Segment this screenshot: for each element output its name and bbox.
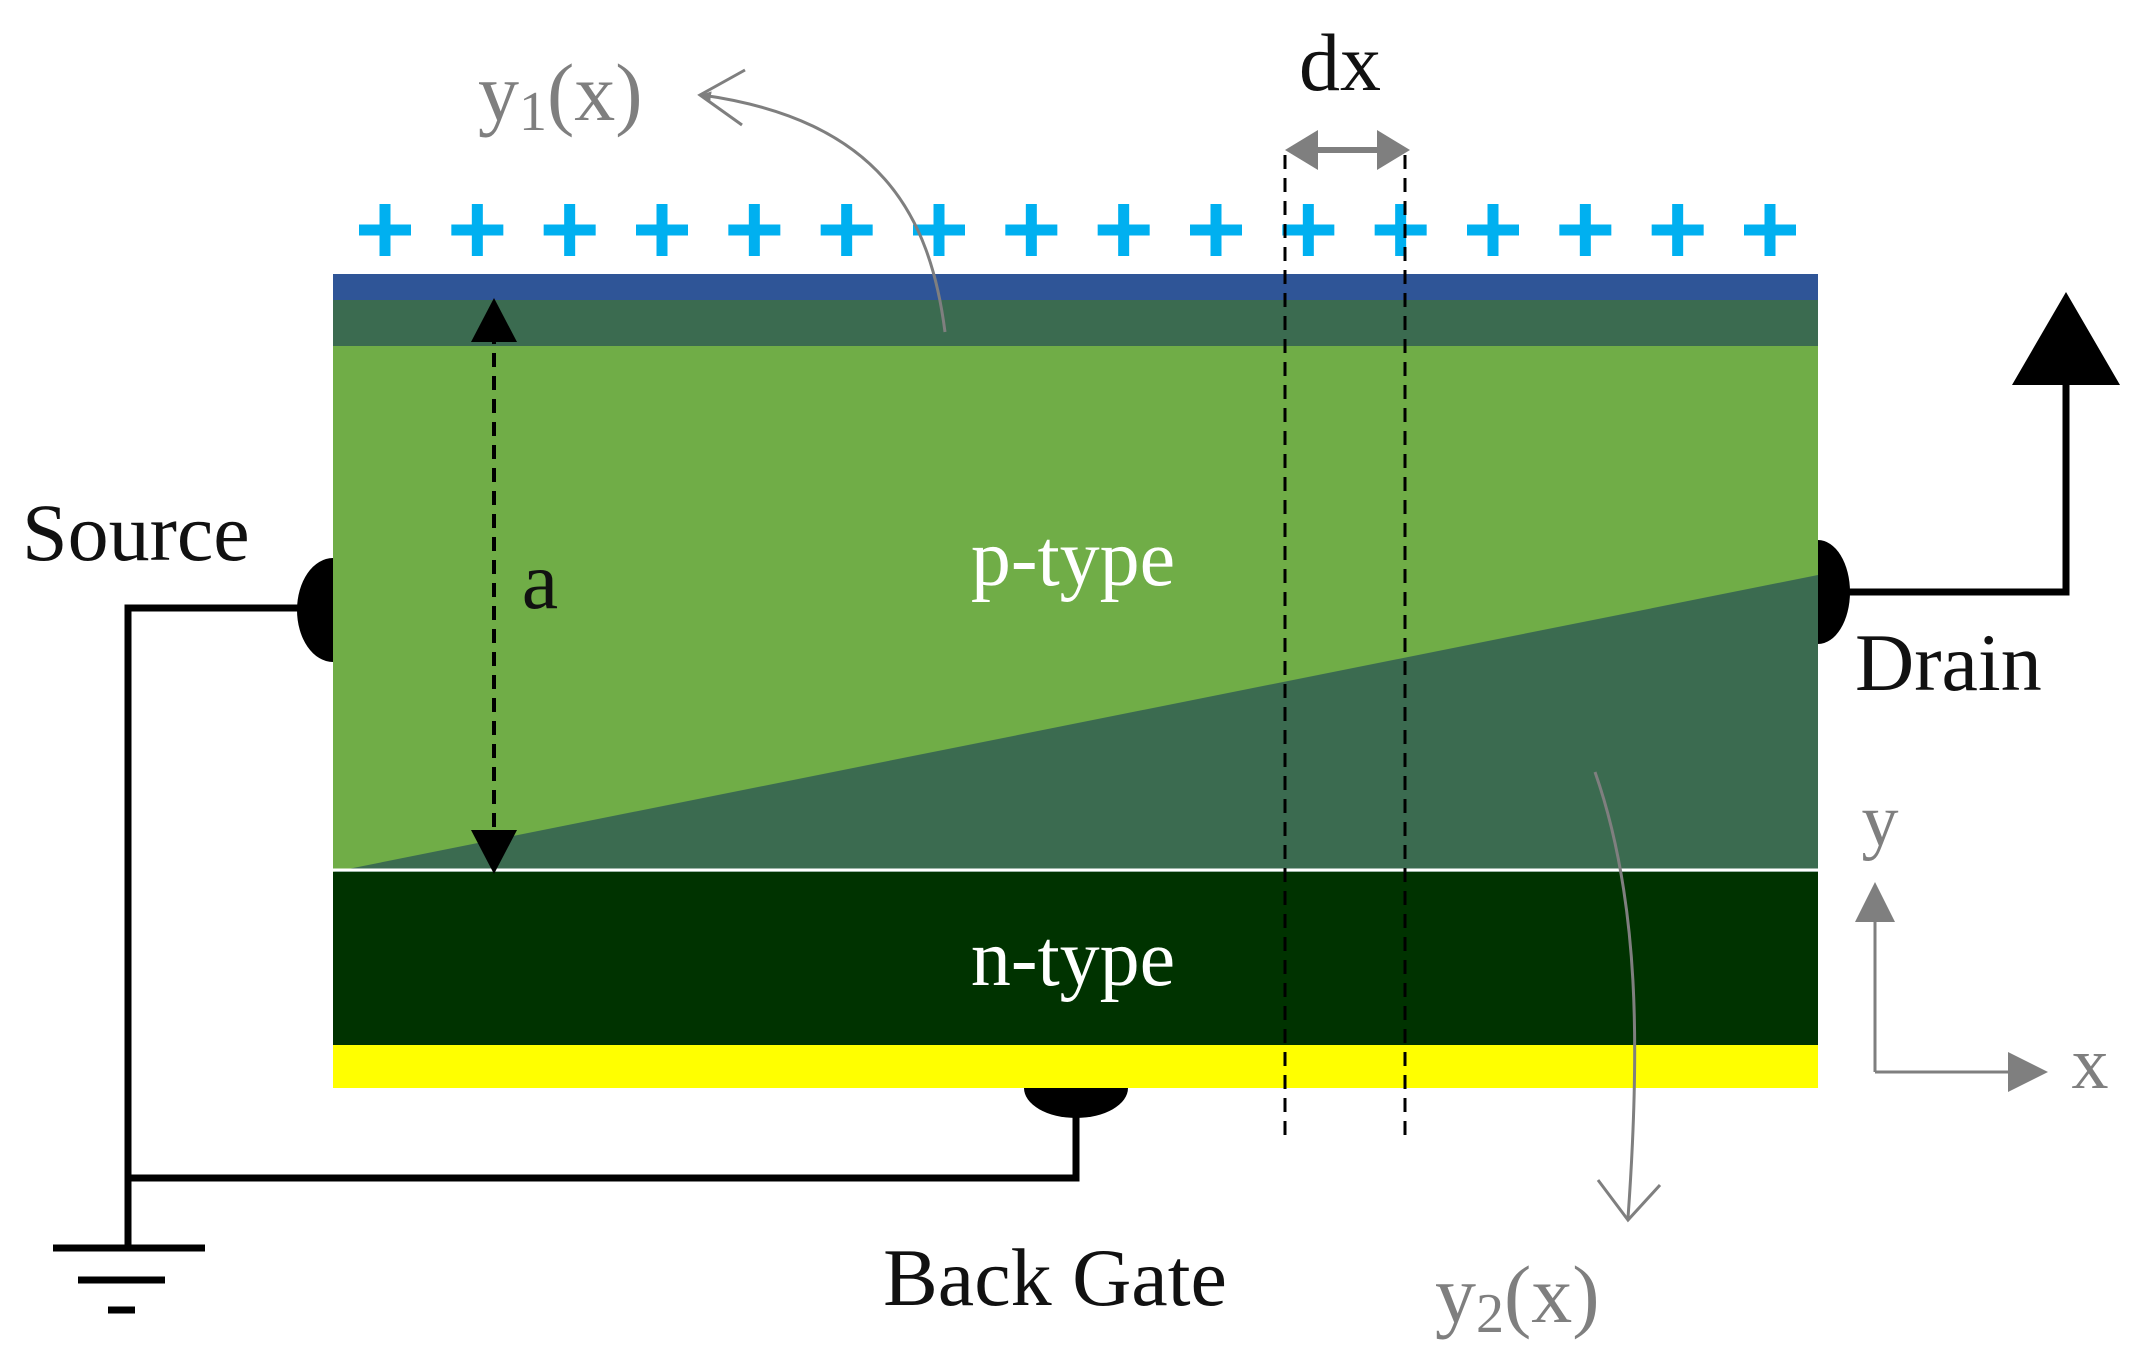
y1-leader-arrowhead (697, 68, 746, 127)
y2-label: y2(x) (1435, 1249, 1600, 1345)
back-gate-wire (128, 1110, 1080, 1182)
back-gate-contact-layer (333, 1045, 1818, 1088)
back-gate-contact (1024, 1088, 1128, 1118)
plus-charge-icon (913, 204, 965, 256)
plus-charge-icon (1467, 204, 1519, 256)
y2-leader-arrowhead (1596, 1179, 1662, 1223)
n-type-label: n-type (971, 915, 1175, 1003)
drain-arrowhead (2012, 292, 2120, 385)
top-gate-layer (333, 274, 1818, 300)
dimension-arrowhead-bottom (471, 830, 517, 874)
dx-label: dx (1299, 17, 1381, 108)
device-body (333, 274, 1818, 1088)
n-type-region (333, 872, 1818, 1045)
source-circuit: Source (22, 487, 333, 1314)
y1-annotation: y1(x) (478, 47, 947, 333)
y1-leader-curve (701, 91, 947, 333)
plus-charge-icon (359, 204, 411, 256)
x-axis-arrowhead (2008, 1052, 2048, 1092)
plus-charge-icon (1190, 204, 1242, 256)
back-gate-circuit: Back Gate (128, 1088, 1227, 1323)
source-contact (297, 558, 333, 662)
plus-charge-icon (1559, 204, 1612, 256)
back-gate-label: Back Gate (883, 1232, 1227, 1323)
source-label: Source (22, 487, 250, 578)
plus-charge-icon (1005, 204, 1058, 256)
drain-contact (1818, 540, 1850, 644)
y1-label: y1(x) (478, 47, 643, 143)
top-depletion-region (333, 300, 1818, 346)
dx-slice: dx (1283, 17, 1410, 1140)
dx-double-arrow (1285, 130, 1410, 170)
p-type-label: p-type (971, 515, 1175, 603)
y2-leader-curve (1593, 771, 1637, 1219)
plus-charge-icon (1651, 204, 1704, 256)
ground-symbol (53, 1244, 205, 1314)
plus-charge-icon (1282, 204, 1335, 256)
drain-wire (1840, 375, 2070, 596)
y2-annotation: y2(x) (1435, 771, 1662, 1345)
dimension-arrowhead-top (471, 298, 517, 342)
y-axis-arrowhead (1855, 882, 1895, 922)
bottom-depletion-region (333, 575, 1818, 872)
plus-charge-icon (451, 204, 504, 256)
plus-charge-icon (820, 204, 873, 256)
plus-charge-icon (1374, 204, 1427, 256)
coordinate-axes: y x (1855, 780, 2109, 1105)
source-wire (124, 604, 305, 1245)
plus-charge-icon (728, 204, 781, 256)
plus-charge-icon (1097, 204, 1150, 256)
y-axis-label: y (1862, 780, 1899, 862)
plus-charge-icon (543, 204, 596, 256)
x-axis-label: x (2072, 1023, 2109, 1105)
plus-charge-icon (1744, 204, 1796, 256)
drain-label: Drain (1855, 617, 2042, 708)
positive-charges (359, 204, 1796, 256)
drain-circuit: Drain (1818, 292, 2120, 708)
thickness-dimension: a (471, 298, 558, 874)
plus-charge-icon (636, 204, 688, 256)
thickness-label-a: a (522, 535, 558, 626)
